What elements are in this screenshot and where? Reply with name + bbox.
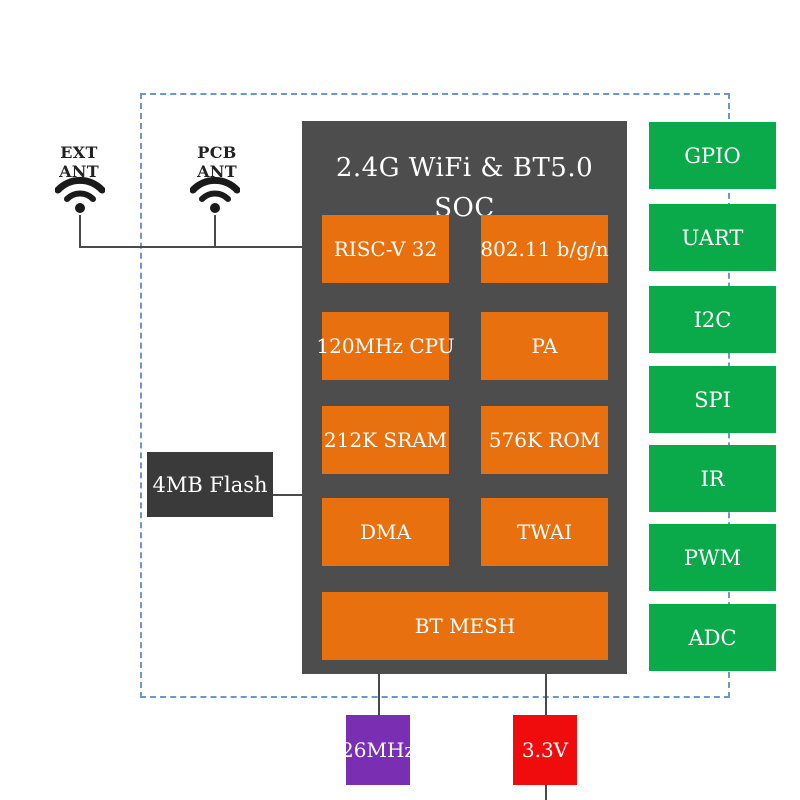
clock-wire bbox=[378, 674, 380, 715]
soc-block-wifi-standard: 802.11 b/g/n bbox=[480, 215, 609, 283]
flash-block: 4MB Flash bbox=[147, 452, 273, 517]
power-block: 3.3V bbox=[513, 715, 577, 785]
pcb-ant-wire-vertical bbox=[214, 215, 216, 248]
ant-wire-horizontal bbox=[79, 246, 302, 248]
pcb-ant-label: PCB ANT bbox=[197, 143, 237, 181]
ext-ant-label: EXT ANT bbox=[59, 143, 99, 181]
soc-block-sram: 212K SRAM bbox=[322, 406, 449, 474]
flash-wire bbox=[273, 494, 302, 496]
peripheral-spi: SPI bbox=[649, 366, 776, 433]
wifi-icon bbox=[55, 176, 105, 213]
ext-ant-wire-vertical bbox=[79, 215, 81, 248]
clock-block: 26MHz bbox=[341, 715, 415, 785]
soc-block-risc-v: RISC-V 32 bbox=[322, 215, 449, 283]
soc-title: 2.4G WiFi & BT5.0 SOC bbox=[335, 153, 594, 223]
soc-block-rom: 576K ROM bbox=[481, 406, 608, 474]
soc-block-twai: TWAI bbox=[481, 498, 608, 566]
peripheral-uart: UART bbox=[649, 204, 776, 271]
peripheral-i2c: I2C bbox=[649, 286, 776, 353]
peripheral-pwm: PWM bbox=[649, 524, 776, 591]
wifi-icon bbox=[190, 176, 240, 213]
peripheral-ir: IR bbox=[649, 445, 776, 512]
soc-block-bt-mesh: BT MESH bbox=[322, 592, 608, 660]
peripheral-adc: ADC bbox=[649, 604, 776, 671]
soc-block-cpu: 120MHz CPU bbox=[316, 312, 455, 380]
power-wire bbox=[545, 674, 547, 715]
soc-block bbox=[302, 121, 627, 674]
soc-block-dma: DMA bbox=[322, 498, 449, 566]
soc-block-pa: PA bbox=[481, 312, 608, 380]
peripheral-gpio: GPIO bbox=[649, 122, 776, 189]
power-wire-bottom bbox=[545, 785, 547, 800]
